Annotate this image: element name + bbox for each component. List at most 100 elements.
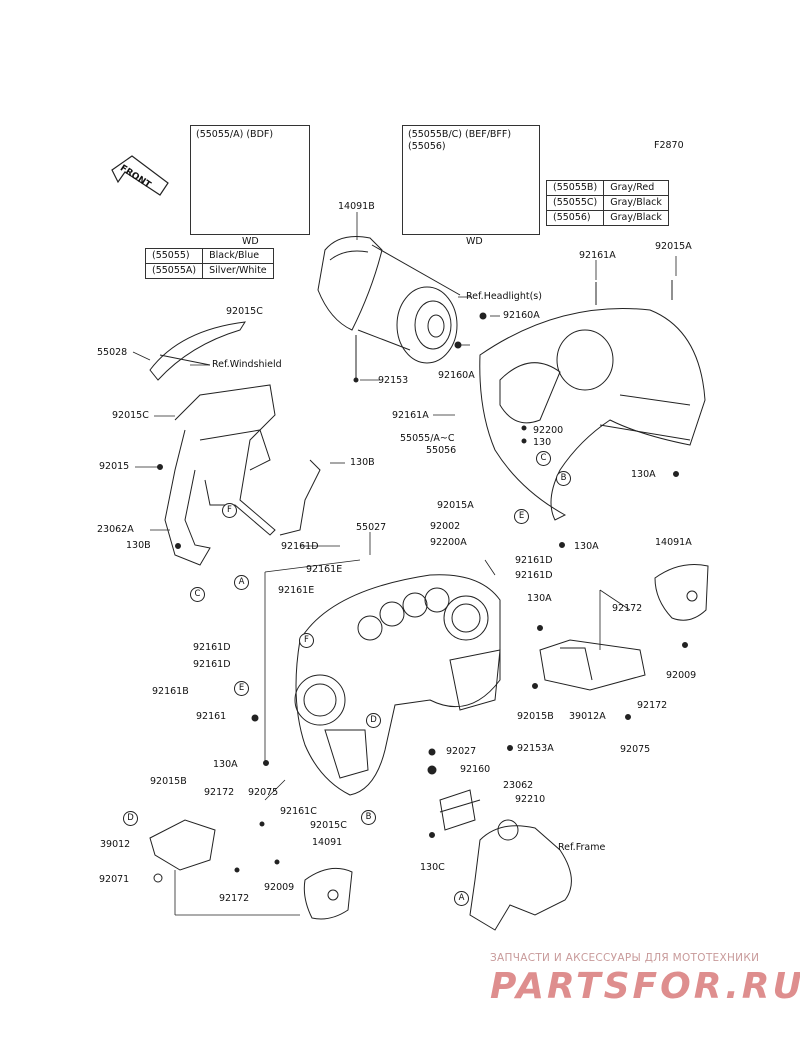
part-label: 130C (420, 862, 445, 873)
legend-color: Silver/White (202, 263, 274, 279)
part-label: 39012 (100, 839, 131, 850)
part-label: 92015C (226, 306, 263, 317)
part-label: 92015A (437, 500, 474, 511)
part-label: 92015B (517, 711, 554, 722)
part-label: Ref.Windshield (212, 359, 282, 370)
leader-lines (132, 212, 677, 916)
part-label: 130A (631, 469, 656, 480)
part-label: Ref.Frame (558, 842, 606, 853)
part-label: 92161D (281, 541, 319, 552)
legend-row: (55055C) Gray/Black (545, 195, 669, 211)
part-label: 92161E (278, 585, 315, 596)
part-label: 92161C (280, 806, 317, 817)
callout-b: B (361, 810, 376, 825)
part-label: 14091B (338, 201, 375, 212)
fairing-bracket (164, 384, 321, 566)
color-legend-left: (55055) Black/Blue (55055A) Silver/White (144, 248, 274, 279)
part-label: 92200A (430, 537, 467, 548)
color-legend-right: (55055B) Gray/Red (55055C) Gray/Black (5… (545, 180, 669, 226)
part-label: 92075 (620, 744, 651, 755)
variant-box-1-code: (55055/A) (BDF) (196, 129, 274, 140)
part-label: 39012A (569, 711, 606, 722)
part-label: 92160A (438, 370, 475, 381)
part-label: 92161D (193, 642, 231, 653)
legend-row: (55055) Black/Blue (144, 248, 274, 264)
part-label: 130A (213, 759, 238, 770)
part-label: 92153 (378, 375, 409, 386)
part-label: 92160 (460, 764, 491, 775)
part-label: 92015A (655, 241, 692, 252)
part-label: 92161A (579, 250, 616, 261)
part-label: 23062A (97, 524, 134, 535)
callout-a: A (234, 575, 249, 590)
callout-a: A (454, 891, 469, 906)
part-label: 130B (350, 457, 375, 468)
part-label: 14091 (312, 837, 343, 848)
part-label: 92002 (430, 521, 461, 532)
part-label: 92015C (112, 410, 149, 421)
figure-code: F2870 (654, 140, 684, 151)
headlight (357, 244, 461, 364)
part-label: 92071 (99, 874, 130, 885)
part-label: 55028 (97, 347, 128, 358)
part-label: Ref.Headlight(s) (466, 291, 542, 302)
callout-b: B (556, 471, 571, 486)
callout-e: E (234, 681, 249, 696)
part-label: 92172 (612, 603, 643, 614)
part-label: 55055/A~C (400, 433, 455, 444)
part-label: 92015 (99, 461, 130, 472)
part-label: 92027 (446, 746, 477, 757)
part-label: 130B (126, 540, 151, 551)
part-label: 55056 (426, 445, 457, 456)
legend-color: Gray/Red (603, 180, 669, 196)
callout-c: C (536, 451, 551, 466)
part-label: 130A (527, 593, 552, 604)
watermark-tagline: ЗАПЧАСТИ И АКСЕССУАРЫ ДЛЯ МОТОТЕХНИКИ (490, 952, 760, 964)
part-label: 92200 (533, 425, 564, 436)
part-label: 130 (533, 437, 552, 448)
callout-e: E (514, 509, 529, 524)
headlight-shell (317, 236, 383, 378)
variant-box-2-extra: (55056) (408, 141, 446, 152)
frame (439, 789, 572, 931)
right-cover (654, 564, 709, 621)
variant-box-1-wd: WD (242, 236, 259, 247)
part-label: 92172 (219, 893, 250, 904)
right-bracket (539, 639, 646, 691)
legend-row: (55056) Gray/Black (545, 210, 669, 226)
outer-fairing (479, 280, 706, 521)
part-label: 92210 (515, 794, 546, 805)
callout-d: D (123, 811, 138, 826)
part-label: 14091A (655, 537, 692, 548)
left-bracket (149, 819, 216, 883)
legend-code: (55055C) (545, 195, 605, 211)
windshield-trim (149, 321, 246, 381)
part-label: 23062 (503, 780, 534, 791)
variant-box-2-code: (55055B/C) (BEF/BFF) (408, 129, 512, 140)
variant-box-1 (190, 125, 310, 235)
legend-color: Gray/Black (603, 195, 669, 211)
part-label: 55027 (356, 522, 387, 533)
part-label: 92015B (150, 776, 187, 787)
part-label: 92161D (515, 570, 553, 581)
legend-code: (55055B) (545, 180, 605, 196)
part-label: 92161E (306, 564, 343, 575)
legend-code: (55055A) (144, 263, 204, 279)
legend-row: (55055A) Silver/White (144, 263, 274, 279)
part-label: 92161A (392, 410, 429, 421)
part-label: 130A (574, 541, 599, 552)
variant-box-2 (402, 125, 540, 235)
callout-f: F (299, 633, 314, 648)
part-label: 92161D (515, 555, 553, 566)
part-label: 92009 (264, 882, 295, 893)
part-label: 92172 (204, 787, 235, 798)
callout-c: C (190, 587, 205, 602)
legend-color: Gray/Black (603, 210, 669, 226)
fasteners (157, 312, 688, 873)
part-label: 92161D (193, 659, 231, 670)
legend-row: (55055B) Gray/Red (545, 180, 669, 196)
part-label: 92075 (248, 787, 279, 798)
legend-color: Black/Blue (202, 248, 274, 264)
